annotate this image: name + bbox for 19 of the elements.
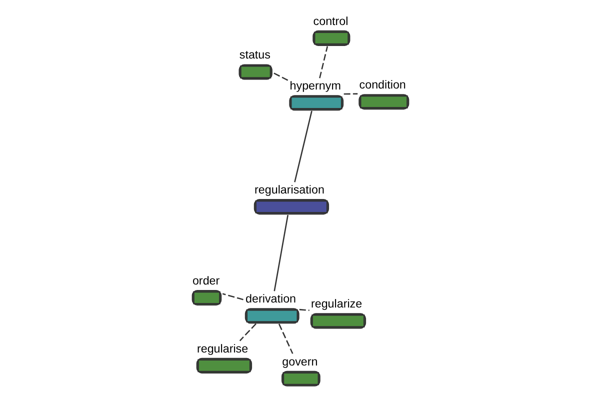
node-label: condition	[358, 78, 406, 92]
connector	[238, 323, 256, 342]
node-label: derivation	[245, 292, 296, 306]
connector	[278, 324, 293, 354]
connector	[273, 214, 288, 292]
node-label: govern	[282, 355, 318, 368]
connector	[343, 93, 358, 95]
connector	[272, 72, 288, 81]
node-label: regularisation	[254, 183, 324, 196]
connector	[318, 46, 328, 78]
node-label: order	[192, 274, 220, 288]
node-label: status	[238, 48, 270, 62]
connector	[222, 293, 243, 300]
node-label: regularize	[310, 298, 362, 311]
connector	[298, 308, 309, 311]
connector	[294, 110, 312, 182]
node-label: hypernym	[289, 80, 340, 93]
node-label: regularise	[196, 342, 248, 356]
node-label: control	[312, 14, 348, 28]
